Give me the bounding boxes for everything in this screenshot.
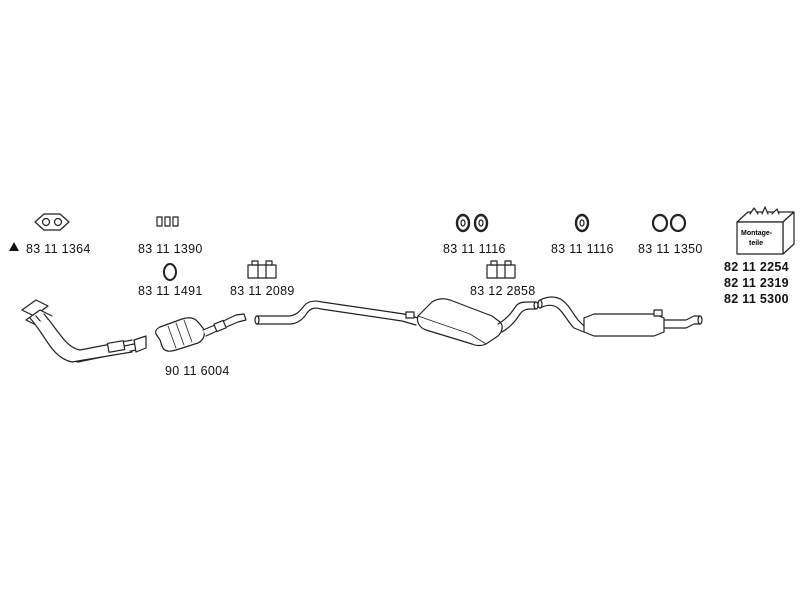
- part-number-rubber-mount-pair: 83 11 1116: [443, 242, 506, 256]
- kit-number-2: 82 11 2319: [724, 276, 789, 290]
- clamp-a-icon: [247, 260, 277, 279]
- manifold-gasket-icon: [34, 213, 70, 231]
- kit-number-3: 82 11 5300: [724, 292, 789, 306]
- part-number-clamp-set: 83 11 1390: [138, 242, 203, 256]
- front-pipe-icon: [21, 299, 147, 363]
- mounting-kit-box-icon: [736, 206, 795, 255]
- clamp-set-icon: [156, 216, 179, 227]
- rubber-mount-single-icon: [574, 213, 590, 233]
- part-number-clamp-b: 83 12 2858: [470, 284, 536, 298]
- part-number-clamp-a: 83 11 2089: [230, 284, 295, 298]
- front-silencer-icon: [416, 298, 539, 347]
- part-number-manifold-gasket: 83 11 1364: [26, 242, 91, 256]
- kit-label-line2: teile: [749, 240, 763, 247]
- middle-pipe-icon: [254, 300, 419, 326]
- ring-pair-icon: [651, 213, 687, 233]
- kit-box-label: Montage- teile: [741, 230, 773, 247]
- clamp-b-icon: [486, 260, 516, 279]
- triangle-icon: [9, 242, 19, 251]
- rubber-mount-pair-icon: [455, 213, 489, 233]
- mounting-kit-numbers: 82 11 2254 82 11 2319 82 11 5300: [724, 259, 789, 307]
- catalytic-converter-icon: [155, 313, 247, 352]
- rear-silencer-icon: [537, 296, 703, 337]
- part-number-catalytic-converter: 90 11 6004: [165, 364, 230, 378]
- part-number-rubber-mount-single: 83 11 1116: [551, 242, 614, 256]
- part-number-ring-pair: 83 11 1350: [638, 242, 703, 256]
- ring-icon: [163, 263, 177, 281]
- part-number-ring: 83 11 1491: [138, 284, 203, 298]
- kit-number-1: 82 11 2254: [724, 260, 789, 274]
- kit-label-line1: Montage-: [741, 230, 773, 237]
